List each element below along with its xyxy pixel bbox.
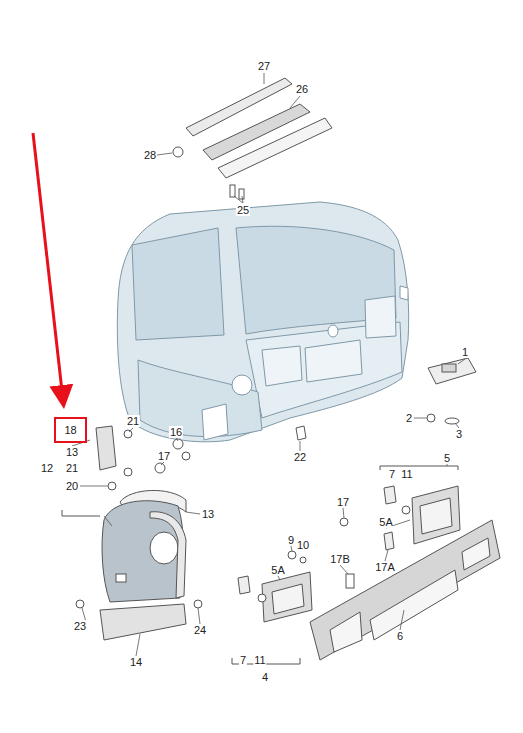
- callout-number: 7: [388, 468, 396, 480]
- callout-number: 17: [157, 450, 171, 462]
- callout-number: 21: [126, 415, 140, 427]
- callout-number: 21: [65, 462, 79, 474]
- callout-number: 16: [169, 426, 183, 438]
- callout-number: 13: [65, 446, 79, 458]
- car-body: [117, 202, 408, 442]
- brake-light-parts: [173, 78, 332, 199]
- tailgate-handle: [427, 358, 476, 424]
- leader-lines: [72, 73, 465, 656]
- callout-number: 14: [129, 656, 143, 668]
- callout-number: 5A: [270, 564, 285, 576]
- callout-number: 23: [73, 620, 87, 632]
- callout-number: 20: [65, 480, 79, 492]
- callout-number: 1: [461, 346, 469, 358]
- callout-number: 18: [64, 424, 76, 436]
- callout-number: 13: [201, 508, 215, 520]
- callout-number: 6: [396, 630, 404, 642]
- callout-number: 26: [295, 83, 309, 95]
- callout-number: 11: [253, 654, 266, 666]
- callout-number: 17B: [329, 553, 351, 565]
- callout-number: 17: [336, 496, 350, 508]
- highlight-box: 18: [54, 417, 87, 443]
- callout-number: 28: [143, 149, 157, 161]
- plate-lamp-parts: [238, 486, 500, 660]
- callout-number: 3: [455, 428, 463, 440]
- callout-number: 10: [296, 539, 310, 551]
- callout-number: 2: [405, 412, 413, 424]
- callout-number: 25: [236, 204, 250, 216]
- callout-number: 17A: [374, 561, 396, 573]
- callout-number: 12: [40, 462, 54, 474]
- callout-number: 4: [261, 671, 269, 683]
- group-brackets: [62, 466, 458, 664]
- callout-number: 7: [239, 654, 247, 666]
- callout-number: 27: [257, 60, 271, 72]
- callout-number: 11: [400, 468, 413, 480]
- callout-number: 24: [193, 624, 207, 636]
- callout-number: 5: [443, 452, 451, 464]
- pointer-arrow: [33, 133, 63, 400]
- callout-number: 9: [287, 534, 295, 546]
- callout-number: 5A: [378, 516, 393, 528]
- callout-number: 22: [293, 451, 307, 463]
